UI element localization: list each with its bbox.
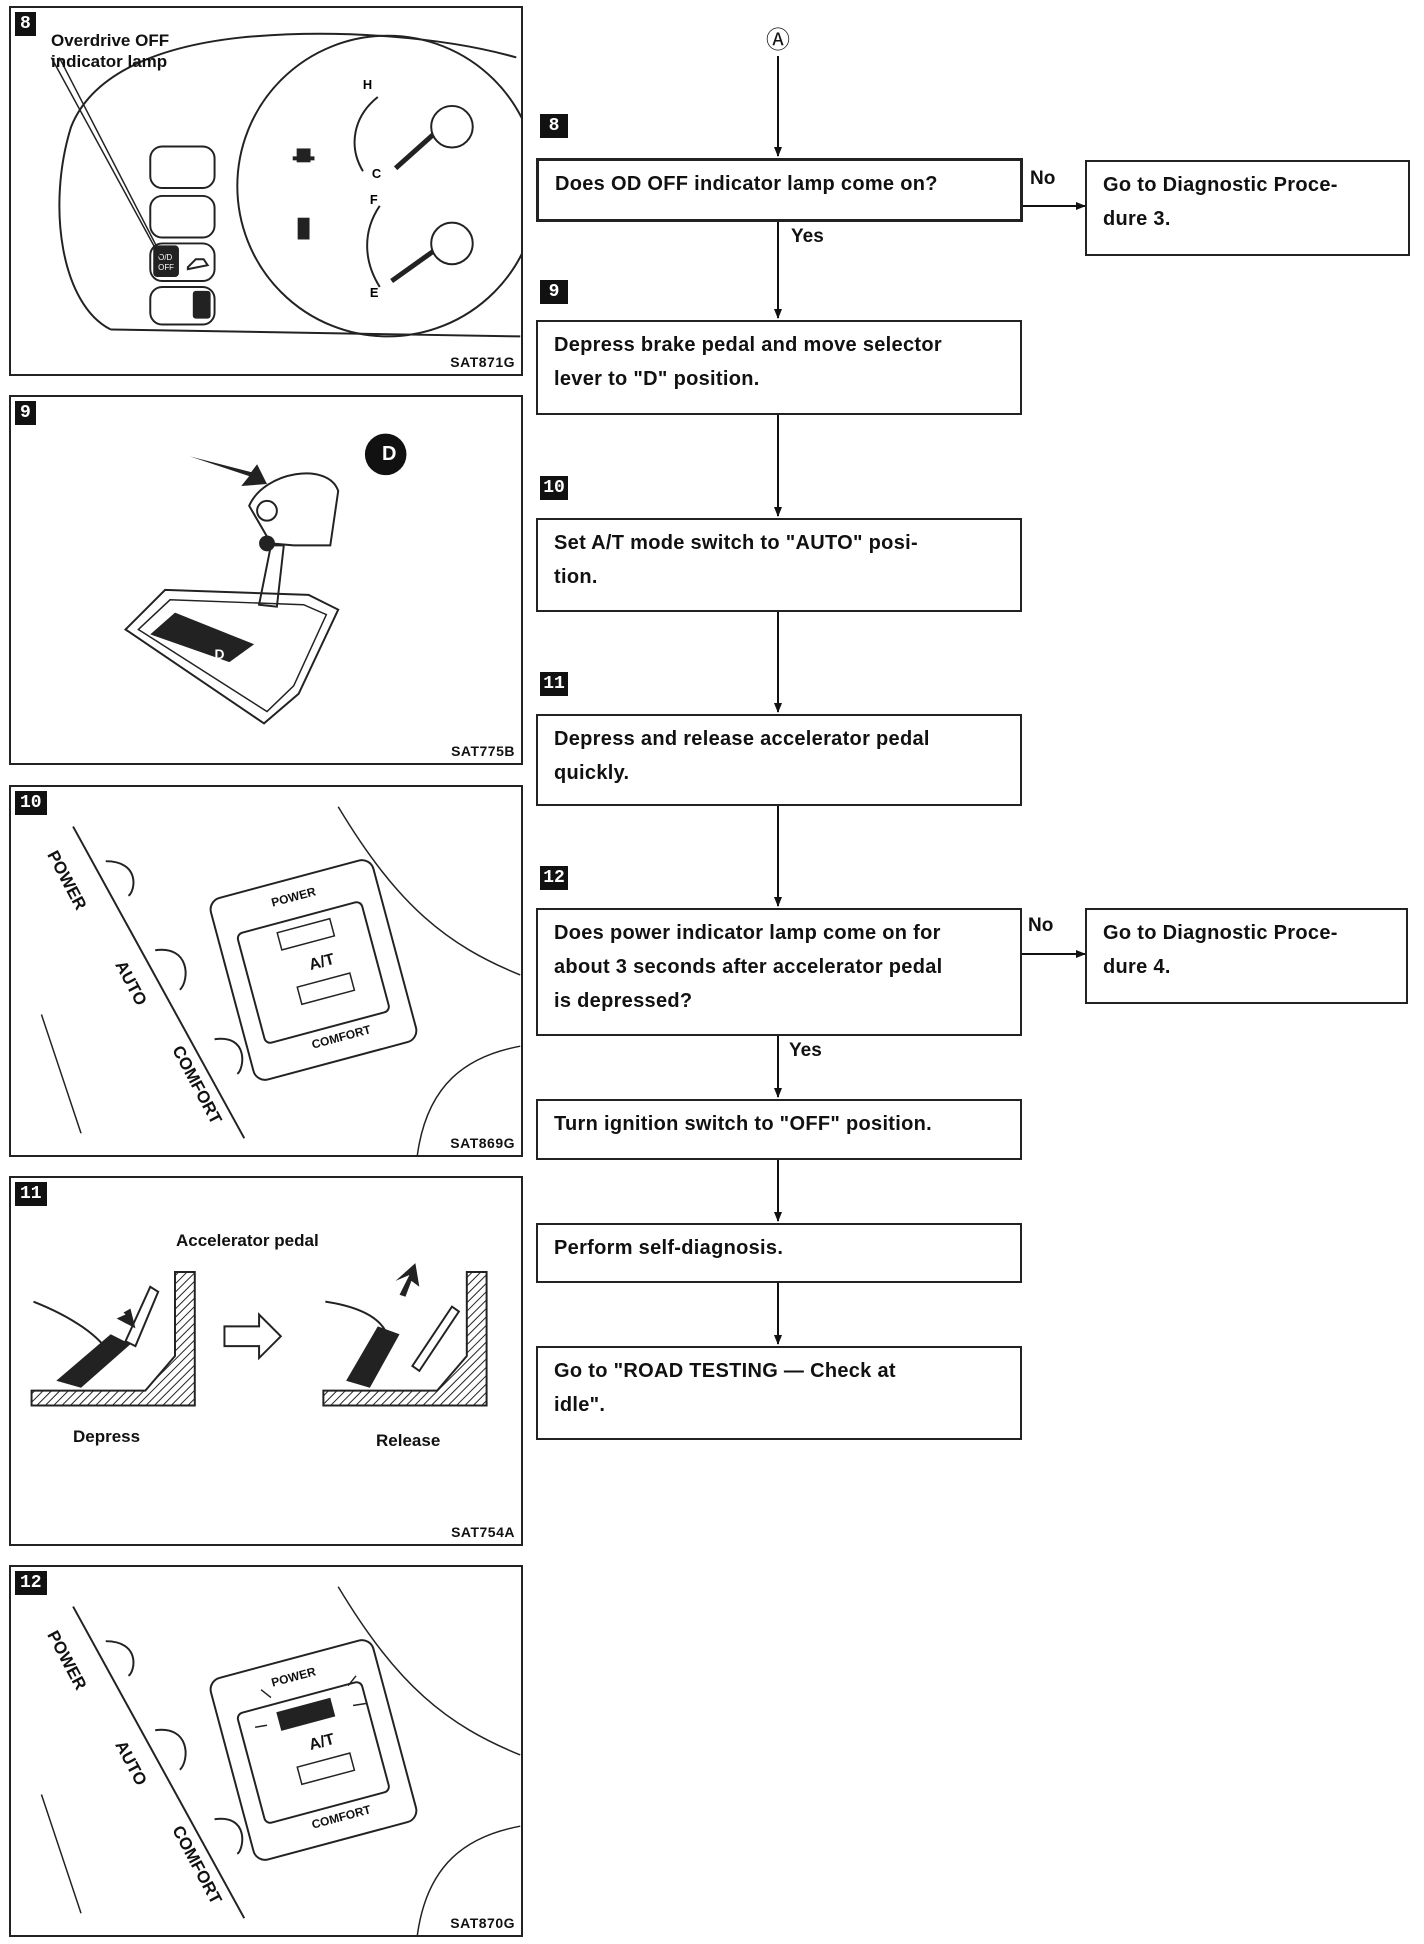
question-od-off-lamp: Does OD OFF indicator lamp come on? bbox=[536, 158, 1023, 222]
svg-text:C: C bbox=[372, 166, 381, 181]
selector-lever-illustration: D bbox=[123, 433, 407, 725]
mode-switch-illustration bbox=[40, 806, 521, 1155]
step-badge-10: 10 bbox=[540, 476, 568, 500]
figure-code: SAT871G bbox=[450, 354, 515, 370]
figure-code: SAT754A bbox=[451, 1524, 515, 1540]
figure-code: SAT869G bbox=[450, 1135, 515, 1151]
action-accelerator: Depress and release accelerator pedal qu… bbox=[536, 714, 1022, 806]
step-badge: 10 bbox=[15, 791, 47, 815]
yes-label: Yes bbox=[791, 226, 824, 247]
question-power-lamp: Does power indicator lamp come on for ab… bbox=[536, 908, 1022, 1036]
step-badge-11: 11 bbox=[540, 672, 568, 696]
yes-label: Yes bbox=[789, 1040, 822, 1061]
depress-label: Depress bbox=[73, 1427, 141, 1446]
panel-step-8: O/D OFF H C F E 8 Overdrive OFF indicato… bbox=[9, 6, 523, 376]
panel-step-10: 10 POWER AUTO COMFORT POWER A/T COMFORT … bbox=[9, 785, 523, 1157]
step-badge-8: 8 bbox=[540, 114, 568, 138]
step-badge: 12 bbox=[15, 1571, 47, 1595]
figure-code: SAT775B bbox=[451, 743, 515, 759]
instrument-cluster-illustration: O/D OFF H C F E bbox=[50, 32, 521, 338]
action-self-diagnosis: Perform self-diagnosis. bbox=[536, 1223, 1022, 1283]
panel-step-12: 12 POWER AUTO COMFORT POWER A/T COMFORT … bbox=[9, 1565, 523, 1937]
panel-step-11: 11 Accelerator pedal Depress Release SAT… bbox=[9, 1176, 523, 1546]
callout-label: Overdrive OFF indicator lamp bbox=[51, 31, 170, 71]
svg-text:OFF: OFF bbox=[158, 263, 174, 272]
svg-text:D: D bbox=[215, 646, 225, 662]
pedal-title: Accelerator pedal bbox=[176, 1231, 319, 1250]
connector-a: Ⓐ bbox=[766, 27, 790, 54]
no-label: No bbox=[1028, 915, 1054, 936]
svg-text:E: E bbox=[370, 285, 379, 300]
step-badge-12: 12 bbox=[540, 866, 568, 890]
action-road-testing: Go to "ROAD TESTING — Check at idle". bbox=[536, 1346, 1022, 1440]
no-label: No bbox=[1030, 168, 1056, 189]
goto-procedure-3: Go to Diagnostic Proce- dure 3. bbox=[1085, 160, 1410, 256]
svg-text:H: H bbox=[363, 77, 372, 92]
goto-procedure-4: Go to Diagnostic Proce- dure 4. bbox=[1085, 908, 1408, 1004]
release-label: Release bbox=[376, 1431, 441, 1450]
action-depress-brake: Depress brake pedal and move selector le… bbox=[536, 320, 1022, 415]
step-badge: 9 bbox=[15, 401, 36, 425]
action-ignition-off: Turn ignition switch to "OFF" position. bbox=[536, 1099, 1022, 1160]
step-badge-9: 9 bbox=[540, 280, 568, 304]
svg-text:F: F bbox=[370, 192, 378, 207]
panel-step-9: D 9 D SAT775B bbox=[9, 395, 523, 765]
svg-text:O/D: O/D bbox=[158, 253, 172, 262]
step-badge: 11 bbox=[15, 1182, 47, 1206]
action-set-auto: Set A/T mode switch to "AUTO" posi- tion… bbox=[536, 518, 1022, 612]
mode-switch-lit-illustration bbox=[40, 1586, 521, 1935]
accelerator-pedal-illustration bbox=[30, 1263, 488, 1407]
step-badge: 8 bbox=[15, 12, 36, 36]
figure-code: SAT870G bbox=[450, 1915, 515, 1931]
gear-position-label: D bbox=[382, 443, 397, 465]
